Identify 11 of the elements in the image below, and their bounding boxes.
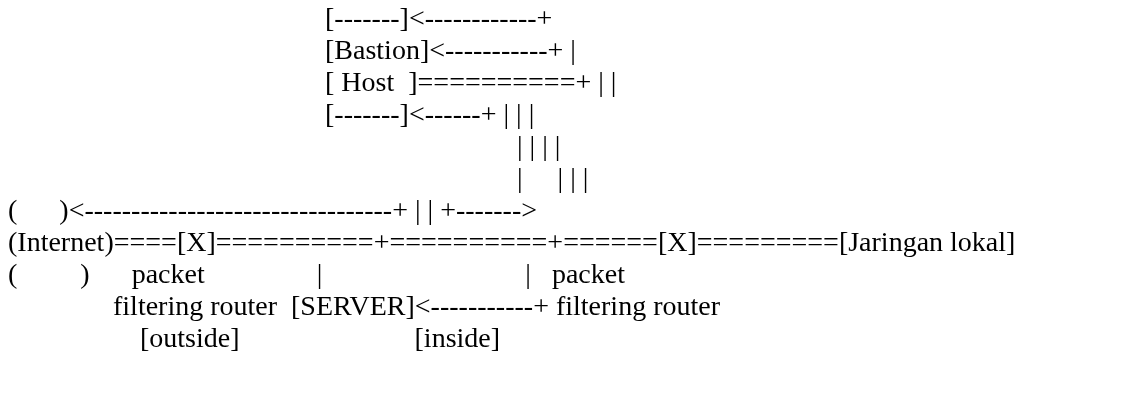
ascii-art-line: [ Host ]==========+ | | xyxy=(325,67,617,97)
ascii-art-line: [outside] [inside] xyxy=(140,323,501,353)
ascii-art-line: [-------]<------+ | | | xyxy=(325,99,535,129)
ascii-art-line: ( )<---------------------------------+ | | +-------> xyxy=(8,195,537,225)
ascii-art-line: filtering router [SERVER]<-----------+ filtering router xyxy=(113,291,720,321)
ascii-art-line: | | | | xyxy=(517,163,589,193)
ascii-art-line: [Bastion]<-----------+ | xyxy=(325,35,576,65)
ascii-art-line: ( ) packet | | packet xyxy=(8,259,625,289)
ascii-art-line: [-------]<------------+ xyxy=(325,3,553,33)
ascii-art-line: (Internet)====[X]==========+==========+======[X]=========[Jaringan lokal] xyxy=(8,227,1016,257)
ascii-art-line: | | | | xyxy=(517,131,561,161)
